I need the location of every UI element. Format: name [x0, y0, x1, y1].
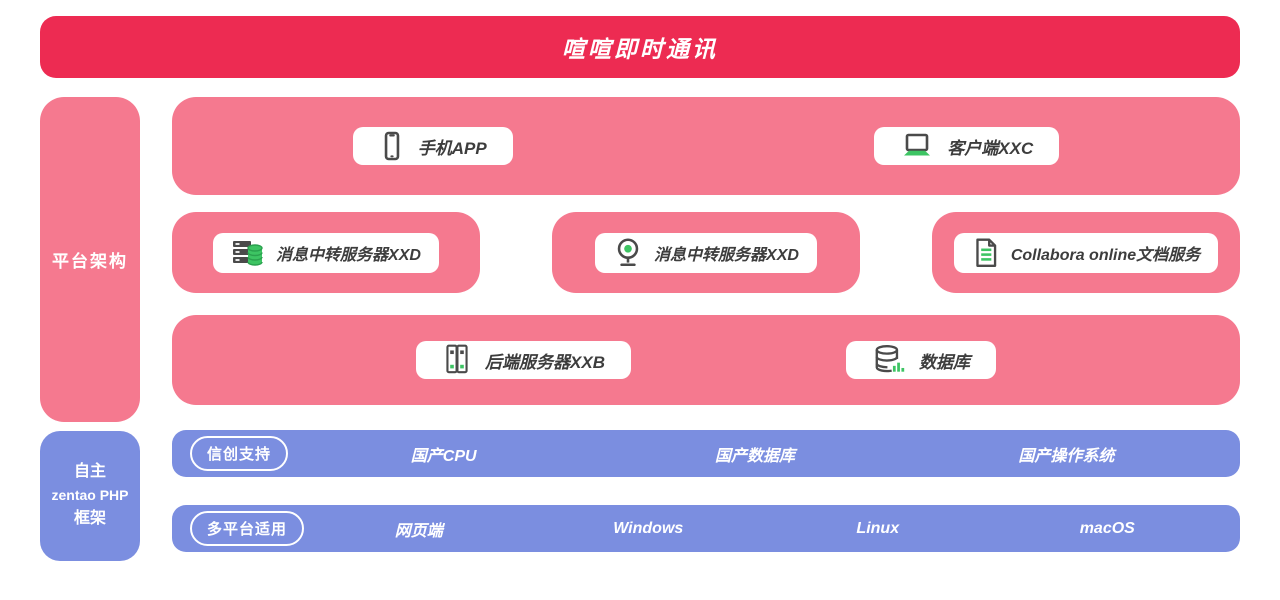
- node-label: 消息中转服务器XXD: [654, 246, 799, 264]
- platform-architecture-box: 平台架构: [40, 97, 140, 422]
- macos-label: macOS: [1079, 519, 1135, 537]
- domestic-os-label: 国产操作系统: [1018, 447, 1115, 465]
- server-rack-database-icon: [231, 237, 265, 269]
- right-column: 手机APP 客户端XXC: [172, 95, 1240, 561]
- page-title: 喧喧即时通讯: [562, 36, 718, 62]
- platform-architecture-label: 平台架构: [52, 252, 128, 271]
- mobile-app-node: 手机APP: [352, 127, 513, 165]
- node-label: 后端服务器XXB: [485, 352, 605, 372]
- relay-server-node-2: 消息中转服务器XXD: [595, 232, 817, 273]
- node-label: 消息中转服务器XXD: [276, 246, 421, 264]
- xinchuang-support-row: 信创支持 国产CPU 国产数据库 国产操作系统: [172, 430, 1240, 477]
- collabora-box: Collabora online文档服务: [932, 212, 1240, 293]
- document-icon: [972, 237, 1000, 269]
- relay-server-node-1: 消息中转服务器XXD: [213, 232, 439, 273]
- domestic-cpu-label: 国产CPU: [410, 447, 477, 465]
- windows-label: Windows: [613, 519, 684, 537]
- title-banner: 喧喧即时通讯: [40, 16, 1240, 78]
- backend-server-node: 后端服务器XXB: [416, 341, 631, 379]
- clients-row: 手机APP 客户端XXC: [172, 97, 1240, 195]
- backend-row: 后端服务器XXB: [172, 315, 1240, 405]
- multi-platform-tag: 多平台适用: [190, 511, 305, 546]
- database-node: 数据库: [845, 341, 996, 379]
- node-label: 客户端XXC: [947, 138, 1034, 158]
- domestic-database-label: 国产数据库: [715, 447, 796, 465]
- relay-server-box-2: 消息中转服务器XXD: [552, 212, 860, 293]
- xinchuang-support-tag: 信创支持: [190, 436, 289, 471]
- left-column: 平台架构 自主 zentao PHP 框架: [40, 95, 140, 561]
- laptop-icon: [900, 131, 934, 161]
- diagram-body: 平台架构 自主 zentao PHP 框架: [40, 95, 1240, 561]
- linux-label: Linux: [856, 519, 900, 537]
- client-xxc-node: 客户端XXC: [874, 127, 1060, 165]
- framework-label-line2: zentao PHP: [51, 487, 129, 504]
- middle-services-row: 消息中转服务器XXD 消息中转服务器XXD: [172, 212, 1240, 293]
- framework-label-line1: 自主: [73, 463, 106, 481]
- web-client-label: 网页端: [394, 522, 443, 540]
- architecture-diagram: 喧喧即时通讯 平台架构 自主 zentao PHP 框架: [0, 16, 1280, 600]
- node-label: 手机APP: [417, 138, 487, 158]
- framework-box: 自主 zentao PHP 框架: [40, 431, 140, 561]
- webcam-icon: [613, 237, 643, 269]
- node-label: 数据库: [918, 352, 970, 372]
- framework-label-line3: 框架: [73, 509, 106, 527]
- server-towers-icon: [442, 343, 472, 377]
- smartphone-icon: [379, 130, 405, 162]
- collabora-node: Collabora online文档服务: [953, 232, 1219, 273]
- multi-platform-row: 多平台适用 网页端 Windows Linux macOS: [172, 505, 1240, 552]
- database-icon: [872, 343, 906, 377]
- node-label: Collabora online文档服务: [1010, 246, 1201, 264]
- relay-server-box-1: 消息中转服务器XXD: [172, 212, 480, 293]
